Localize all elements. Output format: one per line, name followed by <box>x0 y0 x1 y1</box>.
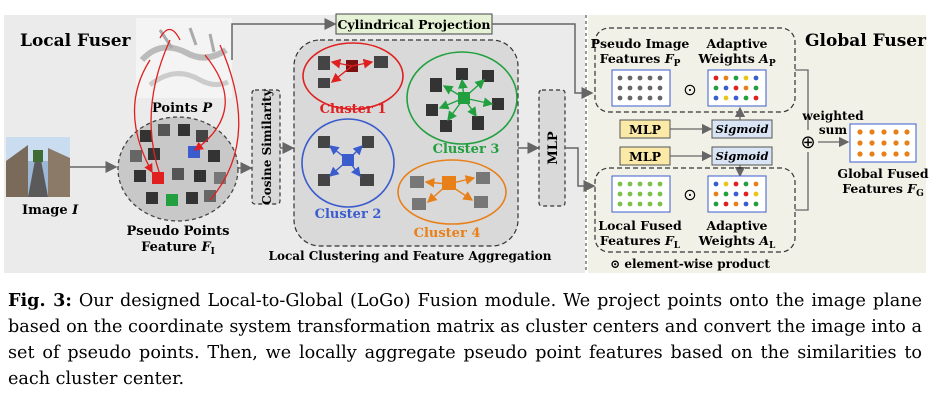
cosine-similarity-box <box>251 89 281 205</box>
cluster-1-label: Cluster 1 <box>320 102 387 117</box>
street-image <box>6 137 70 197</box>
points-cloud-image <box>136 18 232 98</box>
figure-caption: Fig. 3: Our designed Local-to-Global (Lo… <box>8 288 922 392</box>
projection-red-arcs <box>133 28 240 201</box>
points-label: Points P <box>152 101 213 116</box>
cylindrical-projection-arrow <box>231 18 337 60</box>
elementwise-note: ⊙ element-wise product <box>610 257 770 271</box>
adaptive-weights-p-weights-label: Weights AP <box>697 51 775 69</box>
cluster-1-ellipse <box>302 42 404 110</box>
global-fuser-title: Global Fuser <box>805 31 927 51</box>
pseudo-image-dots <box>617 75 663 101</box>
local-clustering-panel <box>293 39 519 247</box>
mlp-top-label: MLP <box>629 122 662 137</box>
caption-label: Fig. 3: <box>8 290 72 311</box>
adaptive-weights-p-dots <box>713 75 759 101</box>
image-label: Image I <box>22 203 79 218</box>
cluster-3-label: Cluster 3 <box>433 142 500 157</box>
mlp-vertical-label: MLP <box>546 131 561 165</box>
adaptive-weights-l-label: Adaptive <box>705 218 767 233</box>
odot-bottom: ⊙ <box>683 185 696 204</box>
global-fused-features-label: Features FG <box>842 181 924 199</box>
cluster-4-ellipse <box>397 159 507 225</box>
cluster-2-ellipse <box>301 118 395 208</box>
global-fused-label: Global Fused <box>837 166 928 181</box>
local-clustering-label: Local Clustering and Feature Aggregation <box>269 249 552 263</box>
pseudo-points-feature-label: Feature FI <box>141 240 215 257</box>
pseudo-points-label: Pseudo Points <box>127 224 230 239</box>
cluster-4-patches <box>410 172 490 210</box>
global-fused-dots <box>857 129 910 157</box>
adaptive-weights-l-weights-label: Weights AL <box>698 233 776 251</box>
cluster-2-label: Cluster 2 <box>315 207 382 222</box>
sum-label: sum <box>819 123 847 137</box>
cosine-similarity-label: Cosine Similarity <box>260 88 274 205</box>
cluster-3-patches <box>426 68 504 132</box>
oplus-symbol: ⊕ <box>800 132 815 153</box>
sigmoid-bottom-label: Sigmoid <box>716 149 769 163</box>
cylindrical-projection-label: Cylindrical Projection <box>337 17 490 32</box>
local-fused-features-label: Features FL <box>600 233 681 251</box>
local-fused-dots <box>617 181 663 207</box>
local-fuser-title: Local Fuser <box>20 31 132 51</box>
pseudo-image-features-label: Features FP <box>600 51 681 69</box>
local-fused-label: Local Fused <box>598 218 682 233</box>
pseudo-image-label: Pseudo Image <box>591 36 690 51</box>
adaptive-weights-l-dots <box>713 181 759 207</box>
odot-top: ⊙ <box>683 80 696 99</box>
cluster-3-ellipse <box>406 51 518 145</box>
pseudo-points-patches <box>130 124 226 206</box>
caption-text: Our designed Local-to-Global (LoGo) Fusi… <box>8 291 922 389</box>
logo-fusion-diagram: Local Fuser Global Fuser Image I Points … <box>4 13 929 273</box>
cluster-4-label: Cluster 4 <box>414 226 481 241</box>
adaptive-weights-p-label: Adaptive <box>705 36 767 51</box>
mlp-bottom-label: MLP <box>629 149 662 164</box>
weighted-label: weighted <box>801 109 864 123</box>
sigmoid-top-label: Sigmoid <box>716 122 769 136</box>
